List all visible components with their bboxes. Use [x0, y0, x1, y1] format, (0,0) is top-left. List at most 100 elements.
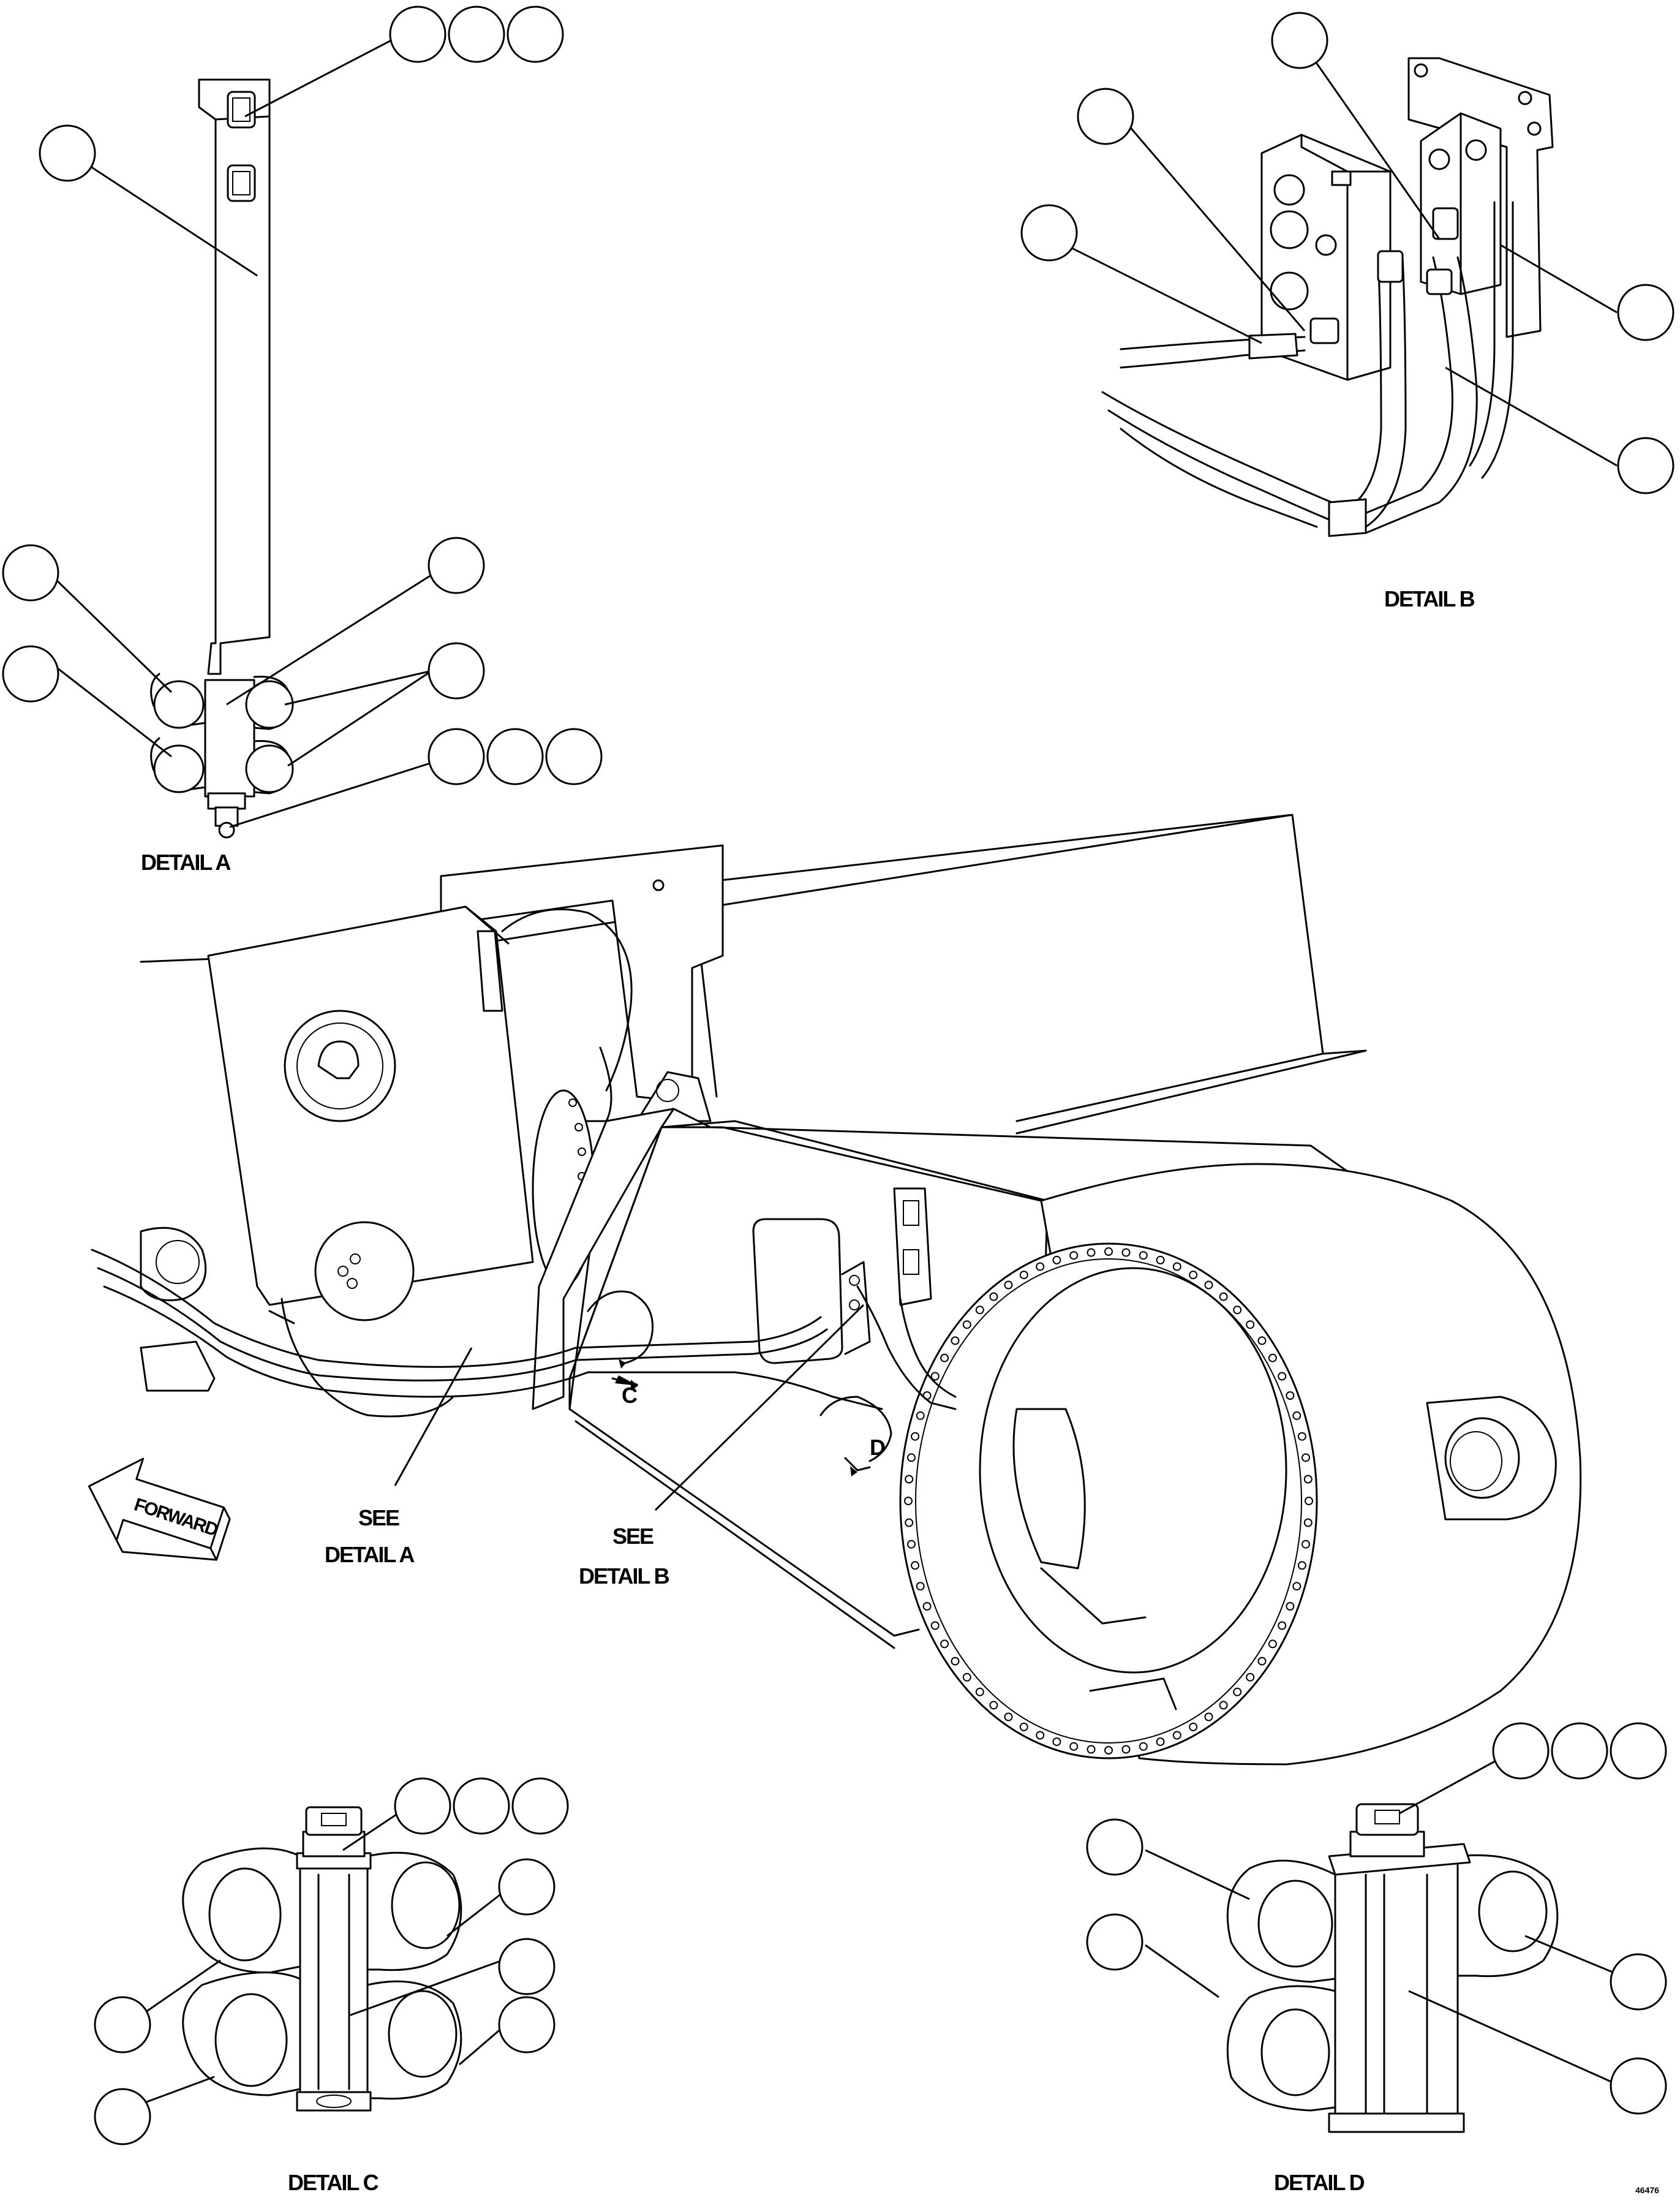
- bolt-hole: [911, 1432, 920, 1441]
- bolt-hole: [922, 1602, 932, 1611]
- bolt-hole: [1156, 1255, 1165, 1264]
- bolt-hole: [1219, 1292, 1228, 1301]
- see-detail-a-line2: DETAIL A: [325, 1542, 415, 1567]
- callout-circle: [1617, 437, 1674, 494]
- callout-circle: [94, 1996, 151, 2054]
- bolt-hole: [1246, 1320, 1255, 1329]
- bolt-hole: [1087, 1248, 1096, 1257]
- bolt-hole: [1301, 1540, 1310, 1549]
- detail-a-drawing: [150, 78, 294, 839]
- detail-c-drawing: [182, 1806, 462, 2112]
- bolt-hole: [951, 1336, 960, 1345]
- detail-d-callouts: [1086, 1722, 1667, 2115]
- bolt-hole: [1121, 1248, 1131, 1257]
- bolt-hole: [1278, 1372, 1287, 1381]
- detail-c-callouts: [94, 1777, 569, 2145]
- bolt-hole: [1104, 1247, 1113, 1256]
- bolt-hole: [930, 1621, 940, 1630]
- see-detail-b-line2: DETAIL B: [579, 1563, 669, 1589]
- detail-b-label: DETAIL B: [1384, 586, 1475, 611]
- bolt-hole: [1286, 1391, 1295, 1400]
- bolt-hole: [1204, 1712, 1213, 1721]
- callout-circle: [1492, 1722, 1550, 1780]
- bolt-hole: [1301, 1453, 1310, 1462]
- bolt-hole: [911, 1561, 920, 1570]
- callout-circle: [2, 645, 59, 703]
- main-assembly-drawing: [91, 814, 1582, 1766]
- bolt-hole: [1233, 1687, 1242, 1696]
- bolt-hole: [1292, 1411, 1301, 1420]
- bolt-hole: [989, 1292, 998, 1301]
- bolt-hole: [1019, 1271, 1028, 1280]
- bolt-hole: [905, 1518, 914, 1527]
- bolt-hole: [1303, 1518, 1313, 1527]
- figure-number: 46476: [1635, 2185, 1659, 2195]
- callout-circle: [2, 544, 59, 602]
- callout-circle: [389, 6, 446, 63]
- bolt-hole: [1303, 1475, 1313, 1484]
- see-detail-b-line1: SEE: [612, 1524, 654, 1549]
- see-detail-a-line1: SEE: [358, 1505, 399, 1530]
- bolt-hole: [916, 1582, 925, 1591]
- callout-circle: [1551, 1722, 1608, 1780]
- detail-a-callouts: [2, 6, 603, 828]
- callout-circle: [486, 728, 544, 785]
- bolt-hole: [1297, 1561, 1306, 1570]
- bolt-hole: [904, 1497, 913, 1505]
- bolt-hole: [1204, 1280, 1213, 1290]
- callout-circle: [1610, 1953, 1667, 2011]
- bolt-hole: [1233, 1306, 1242, 1315]
- detail-a-label: DETAIL A: [141, 850, 231, 875]
- bolt-hole: [1189, 1271, 1198, 1280]
- detail-b-callouts: [1020, 12, 1674, 494]
- callout-circle: [1610, 2057, 1667, 2115]
- bolt-hole: [1257, 1657, 1267, 1666]
- bolt-hole: [1104, 1746, 1113, 1755]
- marker-c: C: [622, 1383, 638, 1408]
- callout-circle: [448, 6, 505, 63]
- bolt-hole: [962, 1672, 971, 1682]
- callout-circle: [507, 6, 564, 63]
- callout-circle: [453, 1777, 510, 1835]
- bolt-hole: [1139, 1742, 1148, 1751]
- callout-circle: [1020, 204, 1078, 262]
- callout-circle: [1271, 12, 1328, 69]
- bolt-hole: [1286, 1602, 1295, 1611]
- callout-circle: [498, 1996, 556, 2054]
- bolt-hole: [975, 1687, 984, 1696]
- bolt-hole: [1305, 1497, 1313, 1505]
- callout-circle: [545, 728, 603, 785]
- bolt-hole: [930, 1372, 940, 1381]
- bolt-hole: [940, 1639, 949, 1649]
- bolt-hole: [1246, 1672, 1255, 1682]
- callout-circle: [498, 1938, 556, 1995]
- bolt-hole: [940, 1353, 949, 1362]
- detail-c-label: DETAIL C: [288, 2170, 379, 2195]
- bolt-hole: [907, 1453, 916, 1462]
- bolt-hole: [1257, 1336, 1267, 1345]
- bolt-hole: [951, 1657, 960, 1666]
- bolt-hole: [905, 1475, 914, 1484]
- bolt-hole: [1219, 1701, 1228, 1710]
- bolt-hole: [1121, 1745, 1131, 1754]
- ring-bolt-holes: [904, 1247, 1313, 1755]
- bolt-hole: [1069, 1742, 1079, 1751]
- bolt-hole: [1172, 1262, 1181, 1271]
- bolt-hole: [1297, 1432, 1306, 1441]
- callout-circle: [1610, 1722, 1667, 1780]
- callout-circle: [511, 1777, 569, 1835]
- bolt-hole: [1268, 1353, 1277, 1362]
- marker-d: D: [870, 1435, 885, 1460]
- callout-circle: [39, 124, 96, 182]
- bolt-hole: [1189, 1722, 1198, 1731]
- bolt-hole: [1172, 1731, 1181, 1740]
- callout-circle: [428, 642, 485, 700]
- detail-d-drawing: [1226, 1803, 1559, 2133]
- bolt-hole: [1004, 1280, 1013, 1290]
- bolt-hole: [1292, 1582, 1301, 1591]
- detail-d-label: DETAIL D: [1274, 2170, 1365, 2195]
- bolt-hole: [989, 1701, 998, 1710]
- bolt-hole: [1156, 1737, 1165, 1747]
- callout-circle: [1077, 88, 1134, 145]
